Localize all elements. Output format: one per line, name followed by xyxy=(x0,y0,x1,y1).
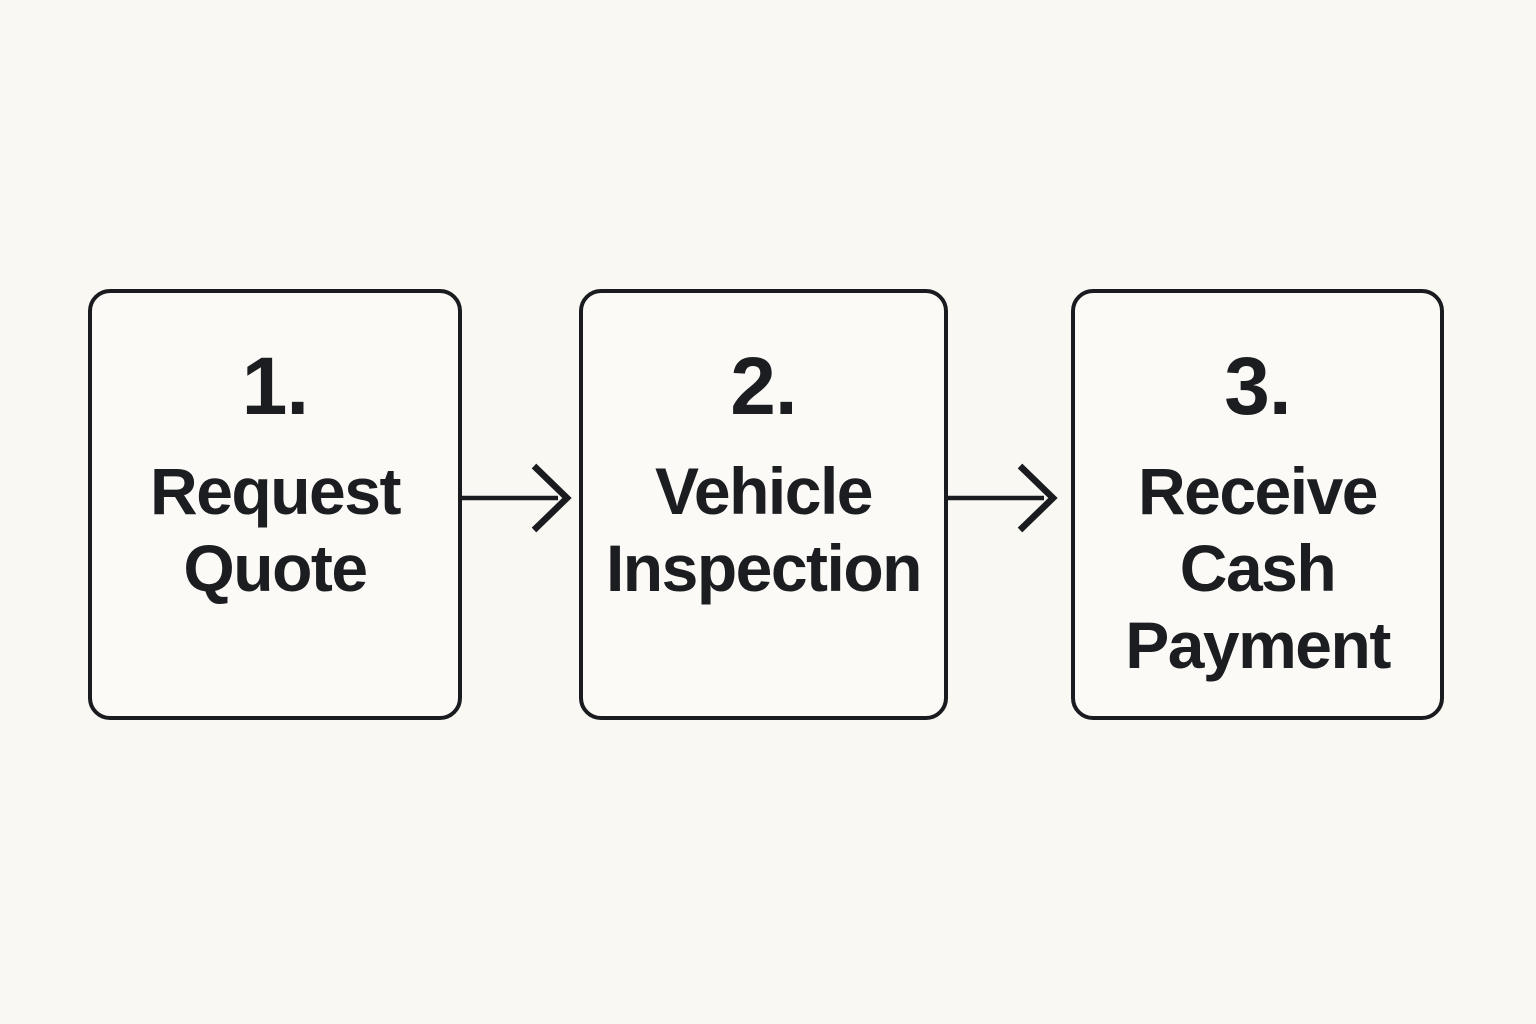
step-label-line: Vehicle xyxy=(655,454,874,528)
step-label: Receive Cash Payment xyxy=(1075,453,1440,684)
step-label-line: Payment xyxy=(1125,608,1391,682)
step-box-request-quote: 1. Request Quote xyxy=(88,289,462,720)
arrow-right-icon xyxy=(948,463,1058,533)
step-box-receive-cash-payment: 3. Receive Cash Payment xyxy=(1071,289,1444,720)
step-label-line: Request xyxy=(150,454,401,528)
step-number: 2. xyxy=(730,341,797,432)
step-label-line: Receive xyxy=(1137,454,1379,528)
step-label: Vehicle Inspection xyxy=(583,453,944,607)
step-number: 3. xyxy=(1224,341,1291,432)
step-label-line: Quote xyxy=(183,531,368,605)
arrow-right-icon xyxy=(462,463,572,533)
step-label-line: Inspection xyxy=(605,531,923,605)
step-number: 1. xyxy=(241,341,309,432)
step-box-vehicle-inspection: 2. Vehicle Inspection xyxy=(579,289,948,720)
step-label: Request Quote xyxy=(92,453,458,607)
step-label-line: Cash xyxy=(1179,531,1337,605)
